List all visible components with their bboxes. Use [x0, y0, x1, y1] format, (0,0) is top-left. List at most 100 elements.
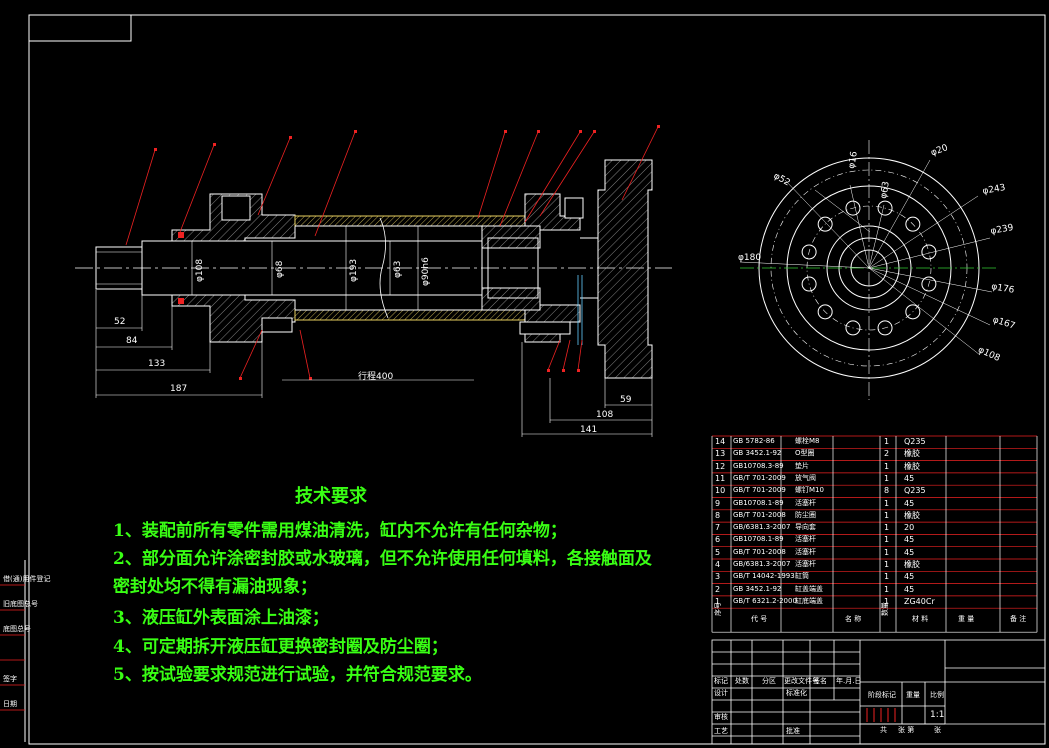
length-dimension: 187: [170, 384, 188, 394]
bom-material: 橡胶: [904, 560, 920, 569]
title-block-label: 签名: [813, 677, 827, 685]
bom-name: O型圈: [795, 449, 815, 458]
bom-code: GB10708.3-89: [733, 461, 784, 470]
bom-no: 2: [715, 584, 721, 594]
title-block-label: 标记: [714, 677, 728, 685]
length-dimension: 行程400: [358, 372, 394, 382]
bolt-holes: [801, 200, 937, 336]
bom-no: 8: [715, 510, 721, 520]
diameter-label: φ63: [393, 260, 403, 278]
bom-qty: 2: [884, 449, 890, 459]
title-block-label: 标准化: [786, 689, 807, 697]
requirement-line: 1、装配前所有零件需用煤油清洗，缸内不允许有任何杂物；: [113, 521, 567, 541]
title-block-label: 分区: [762, 677, 776, 685]
bolt-hole: [801, 244, 817, 260]
bom-qty: 1: [884, 510, 890, 520]
end-diameter-label: φ180: [738, 253, 762, 263]
diameter-label: φ108: [195, 258, 205, 282]
bom-header: 序号: [714, 602, 722, 617]
length-dimension: 133: [148, 359, 166, 369]
requirement-line: 2、部分面允许涂密封胶或水玻璃，但不允许使用任何填料，各接触面及: [113, 549, 652, 569]
bom-code: GB/T 14042-1993: [733, 572, 795, 581]
title-block-label: 批准: [786, 727, 800, 735]
bom-material: 45: [904, 572, 915, 582]
bom-qty: 1: [884, 461, 890, 471]
title-block-label: 工艺: [714, 727, 728, 735]
bolt-hole: [905, 216, 921, 232]
bom-header: 材 料: [912, 615, 929, 624]
end-block: [597, 159, 653, 379]
bom-name: 活塞杆: [795, 498, 816, 507]
bolt-hole: [921, 244, 937, 260]
requirement-line: 密封处均不得有漏油现象；: [113, 577, 317, 597]
bom-code: GB10708.1-89: [733, 535, 784, 544]
bom-material: 45: [904, 498, 915, 508]
title-block-label: 更改文件号: [784, 677, 819, 685]
requirement-line: 4、可定期拆开液压缸更换密封圈及防尘圈；: [113, 637, 448, 657]
bom-qty: 1: [884, 535, 890, 545]
cylinder-tube-top: [294, 215, 526, 227]
bom-no: 7: [715, 523, 721, 533]
bom-no: 4: [715, 560, 721, 569]
length-dimension: 84: [126, 336, 138, 346]
requirements-title: 技术要求: [295, 486, 367, 507]
bom-header: 代 号: [751, 615, 768, 624]
title-block-label: 设计: [714, 689, 728, 697]
bom-name: 导向套: [795, 523, 816, 532]
bom-material: 橡胶: [904, 510, 920, 520]
side-label: 日期: [3, 700, 17, 708]
bom-code: GB/T 6321.2-2000: [733, 596, 797, 605]
bom-code: GB/6381.3-2007: [733, 560, 791, 568]
bom-no: 13: [715, 449, 726, 459]
title-block-label: 审核: [714, 713, 728, 721]
title-block-label: 阶段标记: [868, 691, 896, 699]
bom-no: 10: [715, 486, 726, 496]
piston-rod: [141, 240, 483, 296]
side-label: 借(通)用件登记: [3, 575, 51, 583]
bom-qty: 8: [884, 486, 890, 496]
bom-header: 备 注: [1010, 615, 1027, 624]
length-dimension: 108: [596, 410, 614, 420]
bom-code: GB 3452.1-92: [733, 584, 782, 593]
title-block-label: 年.月.日: [836, 677, 862, 685]
bom-code: GB/T 701-2009: [733, 473, 786, 482]
bom-material: 橡胶: [904, 449, 920, 459]
bom-code: GB 3452.1-92: [733, 449, 782, 458]
bom-name: 螺栓M8: [795, 437, 820, 445]
scale-value: 1:1: [930, 710, 945, 720]
corner-box: [28, 14, 132, 42]
length-dimension: 52: [114, 317, 126, 327]
bom-name: 螺钉M10: [795, 486, 824, 495]
bom-qty: 1: [884, 547, 890, 557]
bom-qty: 1: [884, 584, 890, 594]
end-view: [739, 140, 998, 400]
bom-material: 45: [904, 473, 915, 483]
bom-no: 3: [715, 572, 721, 582]
requirement-line: 3、液压缸外表面涂上油漆；: [113, 608, 329, 628]
piston: [481, 225, 541, 249]
bom-qty: 1: [884, 498, 890, 508]
bom-no: 6: [715, 535, 721, 545]
bom-no: 11: [715, 473, 726, 483]
bom-no: 12: [715, 461, 726, 471]
bom-code: GB/T 701-2008: [733, 510, 786, 519]
diameter-label: φ68: [275, 260, 285, 278]
bom-header: 重 量: [958, 615, 975, 624]
rear-cap-top: [524, 193, 581, 231]
length-dimension: 141: [580, 425, 598, 435]
side-label: 底图总号: [3, 625, 31, 633]
diameter-label: φ90h6: [421, 257, 431, 286]
bom-code: GB10708.1-89: [733, 498, 784, 507]
bolt-hole: [921, 276, 937, 292]
title-block-label: 张 第: [898, 726, 915, 734]
bolt-hole: [817, 304, 833, 320]
bom-no: 5: [715, 547, 721, 557]
bom-grid: [711, 435, 1038, 633]
bom-name: 放气阀: [795, 473, 816, 482]
bom-code: GB 5782-86: [733, 437, 775, 445]
bom-code: GB/6381.3-2007: [733, 523, 791, 532]
bom-material: Q235: [904, 486, 926, 496]
bom-qty: 1: [884, 523, 890, 533]
title-block-label: 张: [934, 726, 941, 734]
